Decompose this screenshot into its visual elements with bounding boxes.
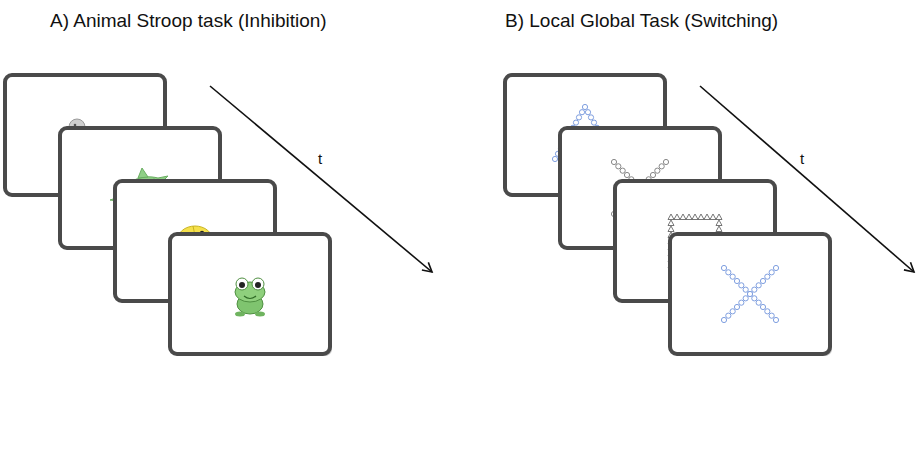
shape <box>734 304 739 309</box>
shape <box>235 312 245 317</box>
shape <box>716 214 722 220</box>
shape <box>747 291 752 296</box>
shape <box>591 120 596 125</box>
shape <box>616 164 621 169</box>
shape <box>611 159 616 164</box>
shape <box>576 115 581 120</box>
shape <box>765 274 770 279</box>
shape <box>579 110 584 115</box>
shape <box>726 313 731 318</box>
panel-heading: A) Animal Stroop task (Inhibition) <box>50 10 327 32</box>
shape <box>620 168 625 173</box>
frog-icon <box>235 278 265 317</box>
shape <box>730 309 735 314</box>
screen-stack <box>5 75 832 356</box>
time-label: t <box>798 150 806 167</box>
shape <box>752 287 757 292</box>
shape <box>716 226 722 232</box>
shape <box>692 214 698 220</box>
shape <box>769 270 774 275</box>
shape <box>710 214 716 220</box>
shape <box>650 172 655 177</box>
shape <box>659 164 664 169</box>
shape <box>698 214 704 220</box>
x-of-circles <box>721 265 774 318</box>
shape <box>668 220 674 226</box>
shape <box>743 296 748 301</box>
shape <box>743 287 748 292</box>
shape <box>756 283 761 288</box>
shape <box>573 120 578 125</box>
shape <box>734 278 739 283</box>
shape <box>739 283 744 288</box>
shape <box>680 214 686 220</box>
shape <box>244 296 256 299</box>
shape <box>747 291 752 296</box>
shape <box>663 159 668 164</box>
shape <box>552 156 557 161</box>
shape <box>655 168 660 173</box>
shape <box>704 214 710 220</box>
shape <box>760 304 765 309</box>
shape <box>255 282 261 288</box>
shape <box>752 296 757 301</box>
shape <box>255 312 265 317</box>
shape <box>756 300 761 305</box>
shape <box>769 313 774 318</box>
shape <box>235 282 265 302</box>
shape <box>716 220 722 226</box>
panel-heading: B) Local Global Task (Switching) <box>505 10 778 32</box>
shape <box>252 278 264 290</box>
shape <box>760 278 765 283</box>
shape <box>138 168 148 178</box>
shape <box>582 104 587 109</box>
shape <box>236 278 248 290</box>
shape <box>74 124 77 127</box>
shape <box>668 226 674 232</box>
shape <box>585 110 590 115</box>
shape <box>739 300 744 305</box>
x-of-circles <box>721 317 726 322</box>
shape <box>721 265 726 270</box>
shape <box>730 274 735 279</box>
time-label: t <box>316 150 324 167</box>
shape <box>239 282 245 288</box>
shape <box>686 214 692 220</box>
shape <box>674 214 680 220</box>
shape <box>765 309 770 314</box>
shape <box>726 270 731 275</box>
x-of-circles <box>726 265 779 318</box>
shape <box>588 115 593 120</box>
screen-frame <box>670 234 830 354</box>
shape <box>773 265 778 270</box>
screen-frame <box>170 234 330 354</box>
x-of-circles <box>773 317 778 322</box>
shape <box>668 214 674 220</box>
shape <box>624 172 629 177</box>
